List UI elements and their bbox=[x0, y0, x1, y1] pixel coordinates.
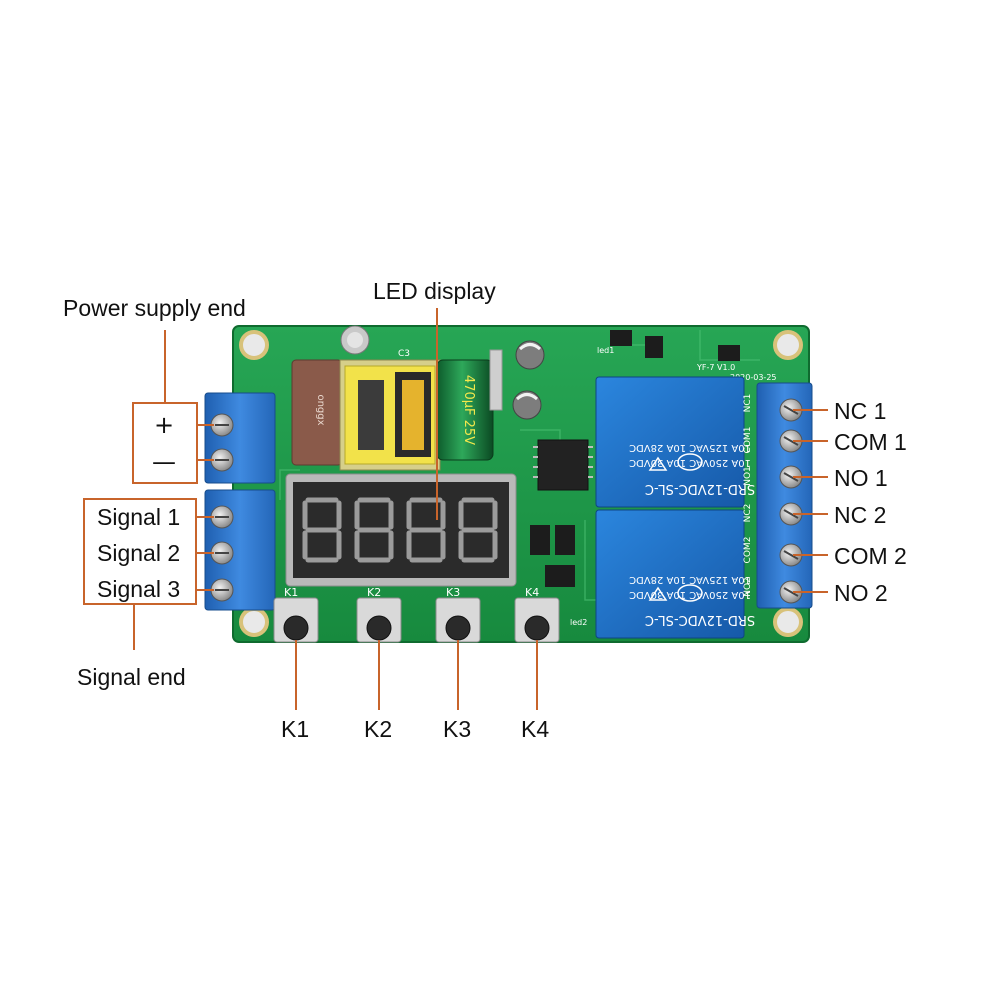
com1-label: COM 1 bbox=[834, 429, 907, 455]
output-terminal-silk: NC1 COM1 NO1 NC2 COM2 NO2 bbox=[743, 394, 753, 597]
svg-text:K3: K3 bbox=[446, 586, 460, 599]
svg-text:K4: K4 bbox=[525, 586, 539, 599]
relay-1-rating-a: 10A 250VAC 10A 30VDC bbox=[629, 457, 751, 468]
board-date-silk: 2020-03-25 bbox=[730, 373, 777, 382]
button-k4: K4 bbox=[514, 586, 560, 643]
display-digit-1 bbox=[302, 497, 342, 563]
power-terminal-block bbox=[204, 392, 276, 484]
signal-3-label: Signal 3 bbox=[97, 576, 181, 602]
no1-label: NO 1 bbox=[834, 465, 888, 491]
relay-2: SRD-12VDC-SL-C 10A 250VAC 10A 30VDC 10A … bbox=[595, 509, 755, 639]
k2-label: K2 bbox=[364, 716, 393, 742]
button-k2: K2 bbox=[356, 586, 402, 643]
k3-label: K3 bbox=[443, 716, 472, 742]
callout-box-signal bbox=[83, 498, 197, 605]
silk-com1: COM1 bbox=[743, 427, 753, 454]
relay-1: SRD-12VDC-SL-C 10A 250VAC 10A 30VDC 10A … bbox=[595, 376, 755, 508]
microcontroller-chip: led1 YF-7 V1.0 2020-03-25 led2 bbox=[530, 330, 777, 627]
silk-nc1: NC1 bbox=[743, 394, 753, 413]
display-digit-2 bbox=[354, 497, 394, 563]
power-module: onggx 470µF 25V C3 bbox=[291, 325, 545, 471]
nc2-label: NC 2 bbox=[834, 502, 887, 528]
svg-text:K2: K2 bbox=[367, 586, 381, 599]
led-display bbox=[285, 473, 517, 587]
plus-symbol: + bbox=[154, 411, 175, 439]
board-version-silk: YF-7 V1.0 bbox=[696, 363, 735, 372]
relay-2-rating-b: 10A 125VAC 10A 28VDC bbox=[629, 574, 751, 585]
button-row: K1 K2 K3 K4 bbox=[273, 586, 560, 643]
silk-nc2: NC2 bbox=[743, 504, 753, 523]
display-digit-3 bbox=[406, 497, 446, 563]
svg-text:K1: K1 bbox=[284, 586, 298, 599]
callout-lines bbox=[83, 308, 828, 710]
output-screw-1 bbox=[779, 398, 803, 422]
callout-box-power bbox=[132, 402, 198, 484]
k4-label: K4 bbox=[521, 716, 550, 742]
signal-2-label: Signal 2 bbox=[97, 540, 181, 566]
silk-no1: NO1 bbox=[743, 466, 753, 486]
no2-label: NO 2 bbox=[834, 580, 888, 606]
signal-1-label: Signal 1 bbox=[97, 504, 181, 530]
minus-symbol: — bbox=[152, 448, 176, 476]
relay-2-model: SRD-12VDC-SL-C bbox=[645, 612, 755, 627]
output-terminal-block bbox=[756, 382, 813, 609]
silk-no2: NO2 bbox=[743, 577, 753, 597]
svg-text:onggx: onggx bbox=[315, 394, 326, 425]
relay-2-rating-a: 10A 250VAC 10A 30VDC bbox=[629, 589, 751, 600]
led2-silk: led2 bbox=[570, 618, 587, 627]
mounting-holes bbox=[239, 330, 803, 637]
nc1-label: NC 1 bbox=[834, 398, 887, 424]
signal-terminal-block bbox=[204, 489, 276, 611]
led1-silk: led1 bbox=[597, 346, 614, 355]
power-supply-end-label: Power supply end bbox=[63, 295, 246, 321]
relay-1-rating-b: 10A 125VAC 10A 28VDC bbox=[629, 442, 751, 453]
silk-com2: COM2 bbox=[743, 537, 753, 564]
output-screw-6 bbox=[779, 580, 803, 604]
capacitor-label: 470µF 25V bbox=[461, 375, 476, 445]
display-digit-4 bbox=[458, 497, 498, 563]
relay-1-model: SRD-12VDC-SL-C bbox=[645, 481, 755, 496]
output-screw-3 bbox=[779, 465, 803, 489]
button-k3: K3 bbox=[435, 586, 481, 643]
signal-end-label: Signal end bbox=[77, 664, 186, 690]
cap-c3-silk: C3 bbox=[398, 349, 410, 359]
led-display-label: LED display bbox=[373, 278, 496, 304]
com2-label: COM 2 bbox=[834, 543, 907, 569]
button-k1: K1 bbox=[273, 586, 319, 643]
k1-label: K1 bbox=[281, 716, 310, 742]
